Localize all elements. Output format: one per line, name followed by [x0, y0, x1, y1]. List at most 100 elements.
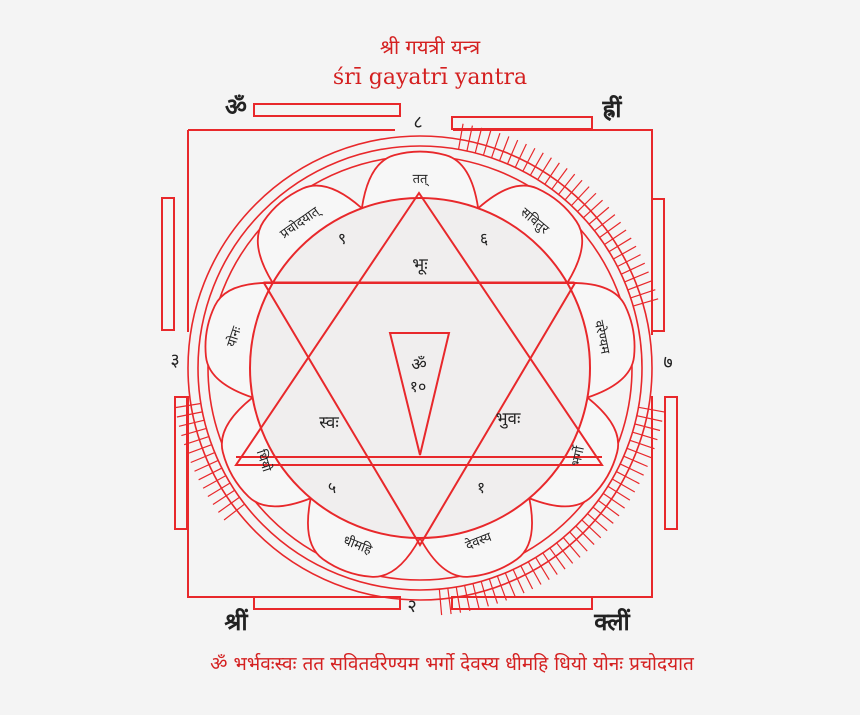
- gate-bottom-right: [451, 596, 593, 610]
- ray-line: [624, 271, 649, 283]
- ray-line: [623, 455, 648, 468]
- ray-line: [504, 572, 516, 598]
- ray-line: [627, 280, 653, 291]
- petal-label: योनः: [223, 324, 245, 349]
- ray-line: [464, 585, 471, 612]
- ray-line: [626, 447, 652, 459]
- petal-label: भर्गो: [568, 444, 588, 468]
- side-right: ७: [663, 352, 672, 373]
- ray-line: [636, 415, 663, 422]
- ray-line: [176, 411, 203, 418]
- ray-line: [592, 506, 614, 524]
- ray-line: [178, 419, 205, 427]
- triangle-number-top-left: ९: [338, 229, 346, 248]
- square-outline: [187, 129, 653, 598]
- ray-line: [608, 237, 632, 253]
- word-right-bhuvah: भुवः: [496, 409, 521, 429]
- ray-line: [544, 162, 560, 185]
- ray-line: [575, 525, 595, 546]
- ray-line: [587, 513, 608, 532]
- bhupura-square: [161, 103, 678, 610]
- center-triangle: [388, 332, 451, 456]
- ray-line: [551, 168, 568, 190]
- ray-line: [202, 475, 227, 489]
- ray-line: [599, 221, 621, 238]
- gate-left-bottom: [174, 396, 188, 530]
- ring-circle: [187, 135, 653, 601]
- gate-right-top: [651, 198, 665, 332]
- ray-line: [474, 127, 483, 154]
- corner-bottom-right: क्लीं: [593, 607, 630, 636]
- ray-line: [569, 531, 588, 552]
- ray-line: [549, 547, 566, 570]
- ray-line: [457, 123, 464, 150]
- corner-top-left: ॐ: [225, 92, 247, 121]
- ray-line: [570, 186, 590, 207]
- gate-left-top: [161, 197, 175, 331]
- ray-line: [194, 459, 219, 472]
- triangle-up: [234, 191, 604, 466]
- corner-top-right: ह्रीं: [602, 94, 623, 123]
- ray-line: [617, 254, 641, 268]
- ray-line: [633, 298, 659, 307]
- ray-line: [447, 588, 452, 615]
- ray-line: [535, 557, 550, 580]
- gate-top-left: [253, 103, 401, 117]
- ray-line: [607, 485, 631, 501]
- ray-line: [577, 192, 597, 212]
- gate-right-bottom: [664, 396, 678, 530]
- triangle-number-bottom-left: ५: [328, 478, 336, 497]
- petal-label: तत्: [413, 172, 430, 187]
- ray-line: [602, 492, 625, 509]
- yantra-labels: ॐ ह्रीं श्रीं क्लीं ८ ७ २ ३ ९ ६ ५ १ १० भ…: [170, 92, 672, 636]
- ray-line: [207, 482, 231, 497]
- ray-line: [556, 542, 574, 564]
- ray-line: [522, 147, 536, 172]
- ray-line: [611, 478, 636, 493]
- side-left: ३: [170, 350, 179, 371]
- ray-line: [581, 519, 602, 539]
- ray-line: [529, 152, 544, 176]
- rays-background: [175, 123, 665, 616]
- ray-line: [512, 569, 525, 594]
- triangle-number-center: १०: [410, 377, 427, 396]
- ray-line: [218, 496, 240, 513]
- gate-top-right: [451, 116, 593, 130]
- hexagram: [234, 191, 604, 547]
- gate-bottom-left: [253, 596, 401, 610]
- word-left-svah: स्वः: [319, 413, 339, 433]
- ray-line: [506, 139, 519, 165]
- title-devanagari: श्री गयत्री यन्त्र: [380, 35, 481, 59]
- ray-line: [490, 133, 501, 159]
- ray-line: [537, 157, 552, 181]
- ray-line: [181, 427, 207, 437]
- ring-circle: [197, 145, 643, 591]
- ray-line: [223, 503, 245, 521]
- corner-bottom-left: श्रीं: [224, 607, 248, 636]
- side-top: ८: [413, 112, 422, 133]
- triangle-number-top-right: ६: [480, 229, 488, 248]
- ray-line: [619, 463, 644, 476]
- ray-line: [583, 199, 603, 219]
- ray-line: [514, 143, 527, 168]
- ray-line: [634, 423, 661, 432]
- side-bottom: २: [407, 596, 416, 617]
- word-top-bhuh: भूः: [412, 255, 428, 275]
- ray-line: [498, 136, 510, 161]
- ray-line: [488, 578, 499, 604]
- ray-line: [482, 130, 492, 156]
- mantra-line: ॐ भर्भवःस्वः तत सवितर्वरेण्यम भर्गो देवस…: [210, 652, 695, 675]
- word-center-om: ॐ: [411, 355, 427, 375]
- ray-line: [616, 471, 640, 485]
- ray-line: [558, 173, 576, 195]
- ray-line: [190, 452, 215, 464]
- triangle-number-bottom-right: १: [477, 478, 485, 497]
- ray-line: [562, 537, 581, 558]
- ray-line: [613, 245, 637, 260]
- ray-line: [187, 444, 212, 455]
- ray-line: [198, 467, 223, 481]
- ray-line: [594, 214, 616, 232]
- ray-line: [212, 489, 235, 506]
- ray-line: [620, 262, 646, 275]
